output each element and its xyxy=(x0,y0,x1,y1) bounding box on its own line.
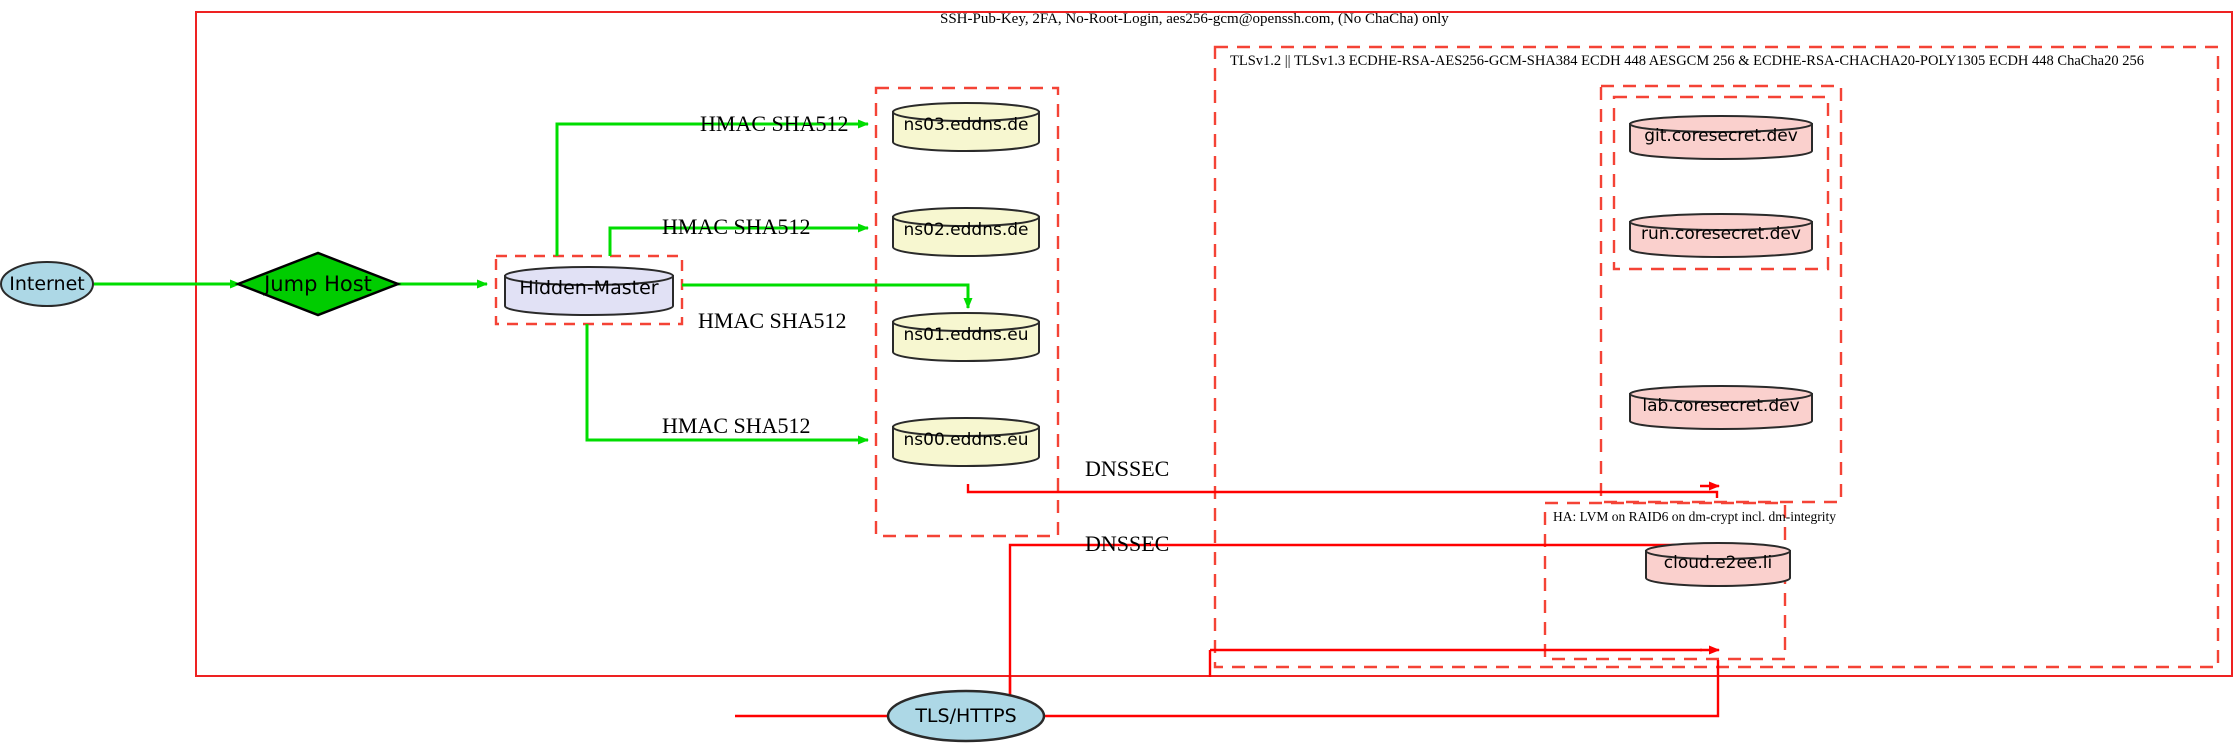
node-cloud-e2ee-shape[interactable] xyxy=(1645,542,1791,587)
node-git-coresecret[interactable]: git.coresecret.dev xyxy=(1630,117,1812,155)
node-ns01[interactable]: ns01.eddns.eu xyxy=(893,314,1039,356)
node-run-coresecret[interactable]: run.coresecret.dev xyxy=(1630,215,1812,253)
node-ns03[interactable]: ns03.eddns.de xyxy=(893,104,1039,146)
node-internet-label: Internet xyxy=(9,273,85,295)
node-ns00-shape[interactable] xyxy=(892,417,1040,467)
edge-hiddenmaster-to-ns00 xyxy=(585,324,869,445)
edge-label-hmac-ns02: HMAC SHA512 xyxy=(662,214,811,239)
edge-label-hmac-ns03: HMAC SHA512 xyxy=(700,111,849,136)
ssh-boundary-label: SSH-Pub-Key, 2FA, No-Root-Login, aes256-… xyxy=(940,11,1449,27)
ha-boundary-label: HA: LVM on RAID6 on dm-crypt incl. dm-in… xyxy=(1553,509,1836,524)
hidden-master-box-rect xyxy=(494,254,684,326)
node-hidden-master-shape[interactable] xyxy=(504,266,674,316)
node-run-coresecret-label: run.coresecret.dev xyxy=(1641,224,1801,244)
node-ns00-label: ns00.eddns.eu xyxy=(903,430,1029,450)
node-ns00[interactable]: ns00.eddns.eu xyxy=(893,419,1039,461)
node-ns03-shape[interactable] xyxy=(892,102,1040,152)
edge-hiddenmaster-to-ns02 xyxy=(608,223,869,256)
node-jump-host[interactable]: Jump Host xyxy=(238,262,398,306)
node-tls-https[interactable]: TLS/HTTPS xyxy=(888,694,1044,738)
node-lab-coresecret-label: lab.coresecret.dev xyxy=(1642,396,1800,416)
edge-label-dnssec-upper: DNSSEC xyxy=(1085,456,1170,481)
node-internet[interactable]: Internet xyxy=(1,262,93,306)
ssh-boundary-rect xyxy=(195,11,2233,677)
node-ns02-label: ns02.eddns.de xyxy=(903,220,1029,240)
node-tls-https-shape[interactable] xyxy=(886,689,1046,743)
node-tls-https-label: TLS/HTTPS xyxy=(915,705,1017,727)
node-ns03-label: ns03.eddns.de xyxy=(903,115,1029,135)
node-lab-coresecret-shape[interactable] xyxy=(1629,385,1813,430)
edge-label-hmac-ns01: HMAC SHA512 xyxy=(698,308,847,333)
node-hidden-master[interactable]: Hidden-Master xyxy=(505,266,673,310)
tls-boundary-rect xyxy=(1213,45,2220,669)
node-jump-host-label: Jump Host xyxy=(264,272,372,296)
edge-tls-https-to-ha xyxy=(735,660,1720,718)
edge-hiddenmaster-to-ns01 xyxy=(682,283,973,309)
node-ns01-label: ns01.eddns.eu xyxy=(903,325,1029,345)
node-internet-shape[interactable] xyxy=(0,261,94,307)
node-git-coresecret-label: git.coresecret.dev xyxy=(1644,126,1798,146)
node-run-coresecret-shape[interactable] xyxy=(1629,213,1813,258)
edge-dnssec-upper xyxy=(966,484,1719,498)
edge-dnssec-lower xyxy=(1008,543,1718,720)
node-git-coresecret-shape[interactable] xyxy=(1629,115,1813,160)
node-ns01-shape[interactable] xyxy=(892,312,1040,362)
edge-label-dnssec-lower: DNSSEC xyxy=(1085,531,1170,556)
dns-box-rect xyxy=(874,86,1060,538)
node-ns02[interactable]: ns02.eddns.de xyxy=(893,209,1039,251)
node-cloud-e2ee-label: cloud.e2ee.li xyxy=(1663,553,1773,573)
node-jumphost-shape[interactable] xyxy=(234,251,402,317)
node-hidden-master-label: Hidden-Master xyxy=(519,277,659,299)
node-cloud-e2ee[interactable]: cloud.e2ee.li xyxy=(1646,544,1790,582)
node-ns02-shape[interactable] xyxy=(892,207,1040,257)
edge-hiddenmaster-to-ns03 xyxy=(555,119,869,256)
tls-boundary-label: TLSv1.2 || TLSv1.3 ECDHE-RSA-AES256-GCM-… xyxy=(1230,53,2144,69)
coresecret-inner-box-rect xyxy=(1612,95,1830,271)
edge-label-hmac-ns00: HMAC SHA512 xyxy=(662,413,811,438)
node-lab-coresecret[interactable]: lab.coresecret.dev xyxy=(1630,387,1812,425)
